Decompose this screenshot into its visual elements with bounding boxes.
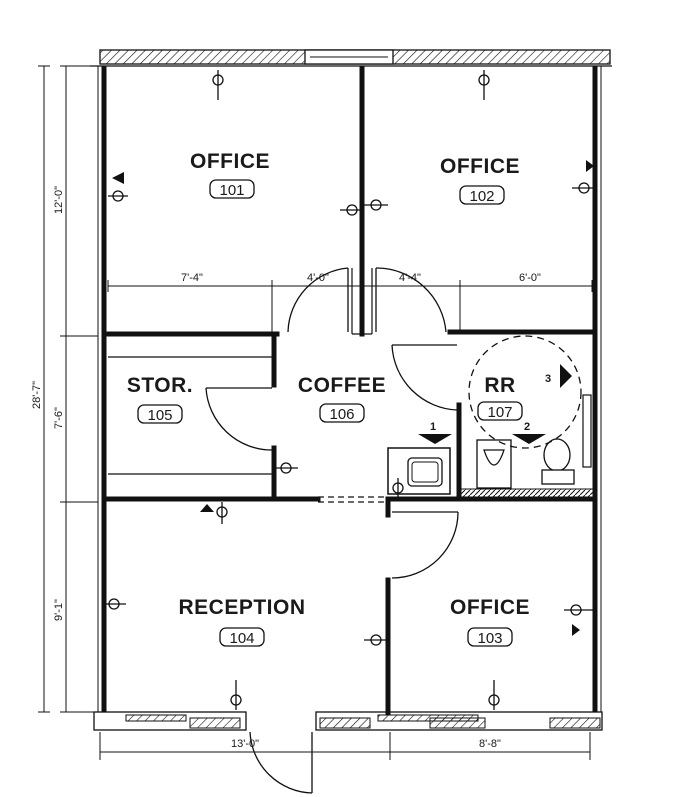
dim-office-101-width: 7'-4" [181, 272, 203, 284]
outlet-icon [478, 70, 490, 100]
room-106: COFFEE 106 [298, 374, 386, 423]
room-104: RECEPTION 104 [178, 596, 305, 647]
room-name: OFFICE [190, 150, 270, 173]
dim-coffee-right: 4'-4" [399, 272, 421, 284]
dim-top-band: 12'-0" [53, 186, 65, 214]
room-name: OFFICE [440, 155, 520, 178]
room-name: STOR. [127, 374, 193, 397]
outlet-icon [108, 190, 128, 202]
room-number: 101 [219, 182, 244, 199]
room-105: STOR. 105 [127, 374, 193, 424]
dim-overall-height: 28'-7" [31, 381, 43, 409]
triangle-marker-icon [586, 160, 594, 172]
callout-arrow-icon [560, 364, 572, 388]
dim-coffee-left: 4'-0" [307, 272, 329, 284]
room-number: 103 [477, 630, 502, 647]
outlet-icon [276, 462, 298, 474]
outlet-icon [340, 204, 364, 216]
room-number: 105 [147, 407, 172, 424]
room-number: 104 [229, 630, 254, 647]
triangle-marker-icon [572, 624, 580, 636]
fixtures [387, 335, 592, 495]
room-101: OFFICE 101 [190, 150, 270, 199]
dimension-lines [38, 65, 593, 760]
callout-arrow-icon [418, 434, 452, 444]
dim-reception-width: 13'-0" [231, 738, 259, 750]
room-name: RECEPTION [178, 596, 305, 619]
markers [112, 160, 594, 636]
dim-bottom-band: 9'-1" [53, 599, 65, 621]
dim-middle-band: 7'-6" [53, 407, 65, 429]
elevation-callouts: 1 2 3 [418, 364, 572, 444]
room-107: RR 107 [477, 374, 523, 421]
interior-walls [103, 65, 597, 715]
callout-arrow-icon [512, 434, 546, 444]
doors [205, 267, 459, 794]
outlet-icon [230, 680, 242, 710]
triangle-marker-icon [200, 504, 214, 512]
triangle-marker-icon [112, 172, 124, 184]
room-name: RR [484, 374, 515, 397]
outlet-icon [392, 478, 404, 498]
outlet-icon [488, 680, 500, 710]
room-number: 102 [469, 188, 494, 205]
outlet-icon [564, 604, 594, 616]
outlet-icon [364, 199, 388, 211]
dimension-labels: 28'-7" 12'-0" 7'-6" 9'-1" 7'-4" 4'-0" 4'… [31, 186, 541, 750]
callout-1: 1 [430, 421, 436, 433]
outlet-icon [212, 70, 224, 100]
outlet-icon [364, 634, 388, 646]
outlet-icon [572, 182, 594, 194]
room-number: 106 [329, 406, 354, 423]
exterior-walls [90, 49, 612, 731]
outlet-icon [106, 598, 126, 610]
callout-2: 2 [524, 421, 530, 433]
outlets [106, 70, 594, 710]
outlet-icon [216, 502, 228, 524]
dim-office-102-width: 6'-0" [519, 272, 541, 284]
room-number: 107 [487, 404, 512, 421]
room-name: OFFICE [450, 596, 530, 619]
callout-3: 3 [545, 373, 551, 385]
room-103: OFFICE 103 [450, 596, 530, 647]
room-name: COFFEE [298, 374, 386, 397]
dim-office-103-width: 8'-8" [479, 738, 501, 750]
room-102: OFFICE 102 [440, 155, 520, 205]
